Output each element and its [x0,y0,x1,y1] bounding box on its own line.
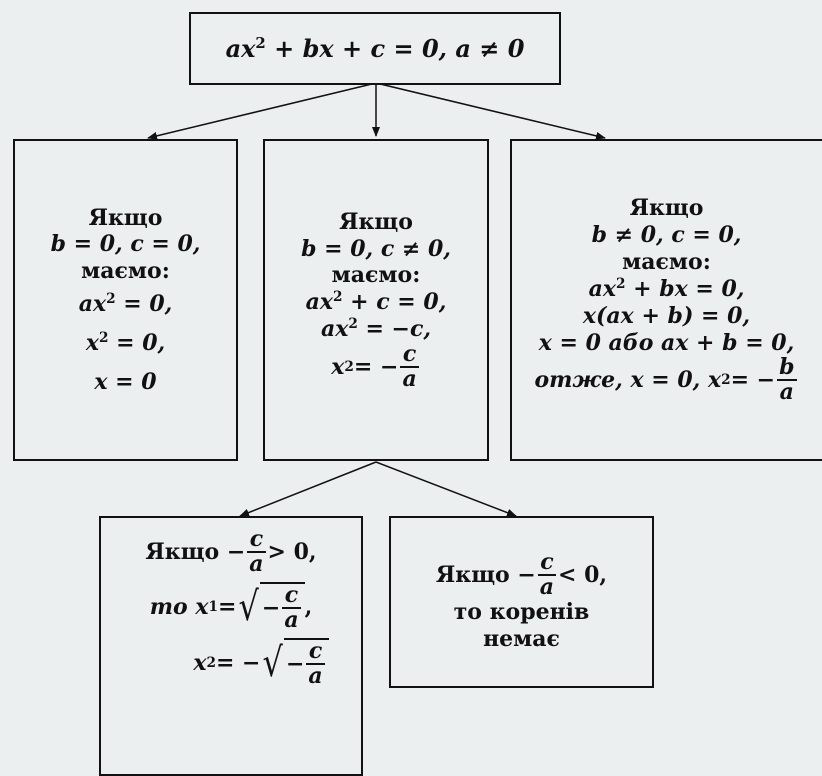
case-b0-cnot0-box: Якщо b = 0, c ≠ 0, маємо: ax2 + c = 0, a… [263,139,489,461]
quadratic-equation: ax2 + bx + c = 0, a ≠ 0 [225,33,525,63]
case2-heading: Якщо [339,208,413,235]
case1-eq3: x = 0 [94,368,157,395]
equation-box: ax2 + bx + c = 0, a ≠ 0 [189,12,561,85]
arrow-to-case2b [375,461,517,517]
case-b0-c0-box: Якщо b = 0, c = 0, маємо: ax2 = 0, x2 = … [13,139,238,461]
case2-have: маємо: [331,262,421,289]
case2-eq2: ax2 = −c, [320,315,432,343]
case2b-then: то коренів [453,599,590,626]
case1-have: маємо: [81,258,170,285]
case3-heading: Якщо [629,195,704,222]
case-bnot0-c0-box: Якщо b ≠ 0, c = 0, маємо: ax2 + bx = 0, … [510,139,822,461]
case3-eq1: ax2 + bx = 0, [588,275,745,302]
case3-have: маємо: [622,249,711,276]
arrow-to-case2a [239,461,377,517]
case2b-no-roots: немає [483,626,560,653]
case2-condition: b = 0, c ≠ 0, [301,235,451,262]
case3-eq2: x(ax + b) = 0, [582,302,751,329]
arrow-to-case3 [375,82,606,140]
case1-heading: Якщо [88,204,163,231]
case3-eq3: x = 0 або ax + b = 0, [538,329,795,356]
case1-condition: b = 0, c = 0, [50,231,201,258]
case1-eq2: x2 = 0, [85,329,166,356]
case3-condition: b ≠ 0, c = 0, [591,222,742,249]
case2-eq1: ax2 + c = 0, [305,289,447,316]
arrow-to-case1 [147,82,377,140]
case1-eq1: ax2 = 0, [78,290,173,317]
